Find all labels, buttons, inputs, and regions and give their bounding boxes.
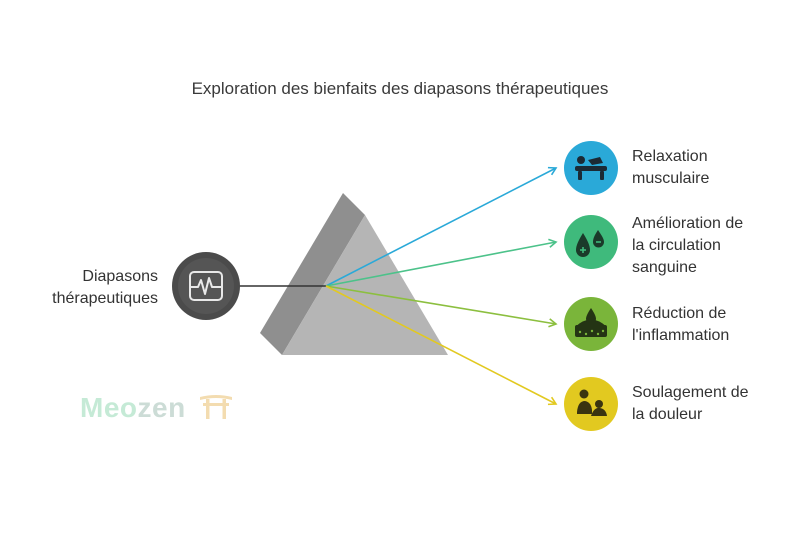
ray-inflammation [325,285,558,328]
ray-pain-relief [325,285,558,406]
diagram-title: Exploration des bienfaits des diapasons … [191,79,609,98]
output-label-line: musculaire [632,170,710,187]
watermark-text-part1: Meo [80,392,138,423]
input-label: Diapasons thérapeutiques [40,266,158,310]
output-label-line: Soulagement de [632,384,749,401]
output-node-inflammation [564,297,618,351]
input-node [172,252,240,320]
output-label-pain-relief: Soulagement de la douleur [632,382,792,426]
torii-gate-icon [199,395,232,419]
watermark-logo: Meozen [80,392,234,424]
output-label-relaxation: Relaxation musculaire [632,146,792,190]
watermark-text-part2: zen [137,392,186,423]
pain-relief-icon [577,389,607,416]
waveform-icon [189,271,223,301]
input-label-line: thérapeutiques [52,290,158,307]
prism-back-face [260,193,365,355]
skin-inflammation-icon [575,308,607,337]
output-label-line: l'inflammation [632,327,730,344]
output-node-pain-relief [564,377,618,431]
output-rays [325,166,558,406]
massage-icon [575,156,607,180]
output-label-inflammation: Réduction de l'inflammation [632,303,792,347]
output-label-line: Relaxation [632,148,708,165]
blood-drops-icon [576,230,604,257]
output-node-circulation [564,215,618,269]
output-label-circulation: Amélioration de la circulation sanguine [632,213,792,279]
ray-circulation [325,238,558,287]
ray-relaxation [325,166,558,287]
output-label-line: Réduction de [632,305,727,322]
output-label-line: sanguine [632,259,697,276]
output-label-line: Amélioration de [632,215,744,232]
output-label-line: la douleur [632,406,703,423]
input-label-line: Diapasons [82,268,158,285]
prism-front-face [282,215,448,355]
prism [260,193,448,355]
output-node-relaxation [564,141,618,195]
output-label-line: la circulation [632,237,721,254]
